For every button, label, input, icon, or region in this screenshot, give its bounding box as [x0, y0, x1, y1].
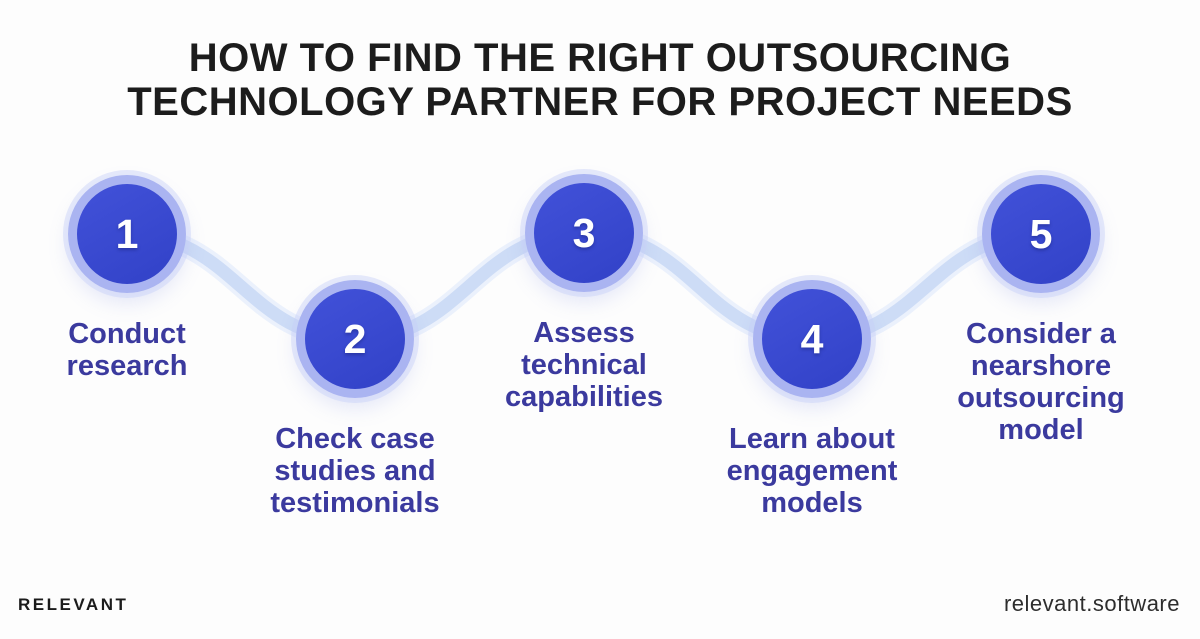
step-2-number: 2 — [343, 315, 367, 362]
step-5: 5 Consider a nearshore outsourcing model — [921, 175, 1161, 446]
step-5-circle: 5 — [982, 175, 1100, 293]
step-3-label: Assess technical capabilities — [505, 317, 663, 413]
step-5-label: Consider a nearshore outsourcing model — [957, 318, 1125, 446]
step-4-circle: 4 — [753, 280, 871, 398]
page-title-line-1: HOW TO FIND THE RIGHT OUTSOURCING — [188, 36, 1012, 80]
footer-website: relevant.software — [1003, 591, 1180, 616]
page-title: HOW TO FIND THE RIGHT OUTSOURCING TECHNO… — [0, 36, 1200, 124]
step-2-circle: 2 — [296, 280, 414, 398]
step-2: 2 Check case studies and testimonials — [235, 280, 475, 519]
step-3: 3 Assess technical capabilities — [464, 174, 704, 413]
step-5-number: 5 — [1029, 210, 1053, 257]
step-2-label: Check case studies and testimonials — [270, 423, 440, 519]
step-4-label: Learn about engagement models — [726, 423, 898, 519]
step-4: 4 Learn about engagement models — [692, 280, 932, 519]
page-title-line-2: TECHNOLOGY PARTNER FOR PROJECT NEEDS — [127, 80, 1073, 124]
step-1-circle: 1 — [68, 175, 186, 293]
step-1-label: Conduct research — [66, 318, 188, 382]
step-3-number: 3 — [572, 209, 596, 256]
step-3-circle: 3 — [525, 174, 643, 292]
step-4-number: 4 — [800, 315, 824, 362]
step-1-number: 1 — [115, 210, 139, 257]
step-1: 1 Conduct research — [7, 175, 247, 382]
brand-logo: RELEVANT — [18, 595, 129, 614]
